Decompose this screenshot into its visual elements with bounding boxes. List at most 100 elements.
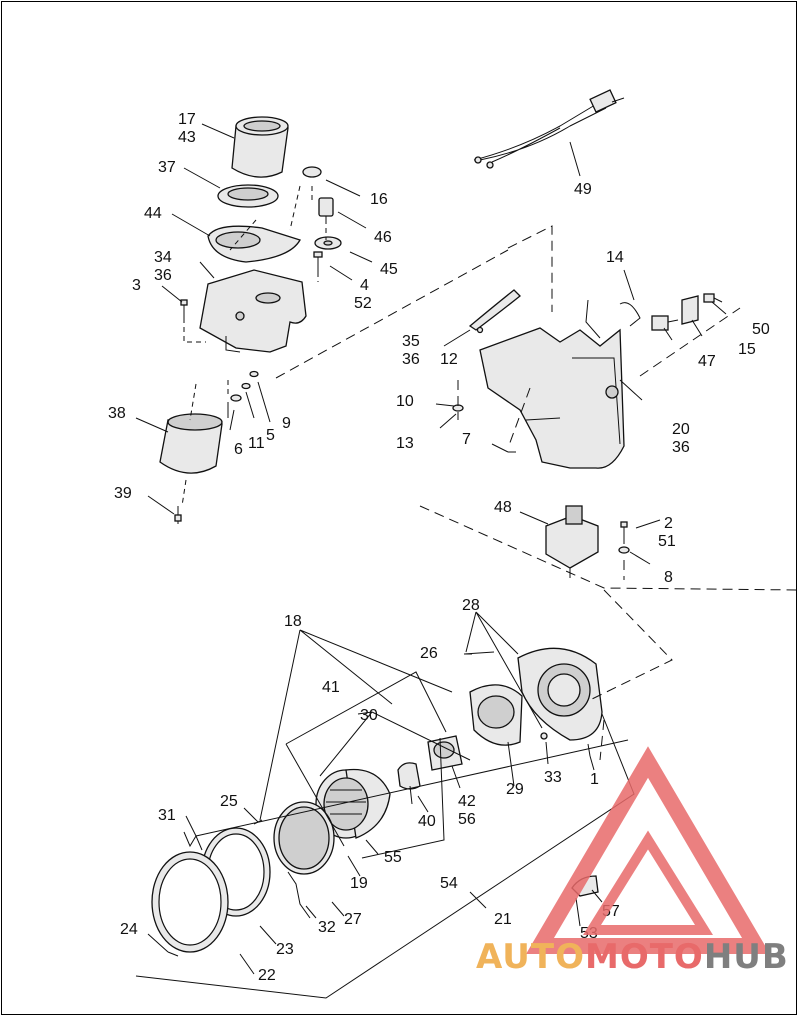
callout-38: 38: [108, 405, 126, 422]
watermark-moto: MOTO: [585, 937, 704, 977]
headlamp-housing-28: [517, 647, 603, 741]
screw-3: [180, 299, 188, 318]
callout-52: 52: [354, 295, 372, 312]
bracket-35: [468, 289, 521, 331]
callout-13: 13: [396, 435, 414, 452]
callout-54: 54: [440, 875, 458, 892]
screw-50: [703, 293, 723, 303]
callout-18: 18: [284, 613, 302, 630]
bracket-lines-lower: [135, 611, 635, 999]
callout-3: 3: [132, 277, 141, 294]
bulb-holder-42: [427, 735, 463, 771]
callout-17: 17: [178, 111, 196, 128]
callout-46: 46: [374, 229, 392, 246]
callout-33: 33: [544, 769, 562, 786]
callout-36: 36: [672, 439, 690, 456]
washer-45: [314, 236, 342, 250]
plate-15: [681, 295, 699, 325]
lower-cup-38: [159, 413, 223, 474]
callout-9: 9: [282, 415, 291, 432]
ignition-coil-48: [545, 505, 599, 578]
callout-26: 26: [420, 645, 438, 662]
watermark-hub: HUB: [704, 937, 789, 977]
callout-11: 11: [248, 435, 265, 452]
screw-39: [174, 506, 182, 524]
callout-48: 48: [494, 499, 512, 516]
callout-41: 41: [322, 679, 340, 696]
group-line-c: [589, 589, 673, 761]
callout-36: 36: [154, 267, 172, 284]
spring-clip-14: [585, 299, 641, 339]
watermark-auto: AUTO: [476, 937, 585, 977]
callout-49: 49: [574, 181, 592, 198]
callout-39: 39: [114, 485, 132, 502]
callout-40: 40: [418, 813, 436, 830]
callout-32: 32: [318, 919, 336, 936]
leader-lines: [135, 123, 727, 975]
callout-6: 6: [234, 441, 243, 458]
gasket-16: [302, 166, 322, 178]
callout-50: 50: [752, 321, 770, 338]
callout-16: 16: [370, 191, 388, 208]
callout-45: 45: [380, 261, 398, 278]
callout-20: 20: [672, 421, 690, 438]
callout-35: 35: [402, 333, 420, 350]
screw-4: [313, 251, 323, 272]
outer-ring-22: [151, 851, 229, 953]
callout-51: 51: [658, 533, 676, 550]
callout-56: 56: [458, 811, 476, 828]
callout-1: 1: [590, 771, 599, 788]
group-line-b: [419, 225, 800, 591]
callout-42: 42: [458, 793, 476, 810]
callout-labels: 17 43 37 16 44 46 34 36 45 4 52 3 38 6 1…: [108, 111, 770, 984]
spring-31-32: [183, 831, 311, 919]
callout-34: 34: [154, 249, 172, 266]
callout-27: 27: [344, 911, 362, 928]
callout-19: 19: [350, 875, 368, 892]
callout-31: 31: [158, 807, 176, 824]
trim-ring-44: [207, 225, 301, 263]
watermark-logo: [526, 746, 770, 954]
key-switch-46: [318, 197, 334, 224]
watermark-triangle-outer: [526, 746, 770, 954]
callout-14: 14: [606, 249, 624, 266]
wiring-harness-49: [473, 89, 625, 169]
fairing-housing-20: [479, 327, 625, 469]
callout-22: 22: [258, 967, 276, 984]
socket-47: [651, 315, 679, 331]
callout-10: 10: [396, 393, 414, 410]
callout-8: 8: [664, 569, 673, 586]
callout-36: 36: [402, 351, 420, 368]
callout-24: 24: [120, 921, 138, 938]
watermark-triangle-inner: [583, 830, 713, 935]
callout-23: 23: [276, 941, 294, 958]
bolt-2: [618, 521, 630, 554]
callout-30: 30: [360, 707, 378, 724]
bulb-40: [397, 762, 421, 805]
callout-25: 25: [220, 793, 238, 810]
fasteners-6-11-5-9: [227, 370, 259, 418]
callout-15: 15: [738, 341, 756, 358]
mounting-ring-29: [469, 684, 523, 746]
callout-21: 21: [494, 911, 512, 928]
callout-44: 44: [144, 205, 162, 222]
callout-7: 7: [462, 431, 471, 448]
callout-29: 29: [506, 781, 524, 798]
upper-cover-34: [199, 269, 307, 353]
callout-43: 43: [178, 129, 196, 146]
callout-47: 47: [698, 353, 716, 370]
callout-4: 4: [360, 277, 369, 294]
callout-55: 55: [384, 849, 402, 866]
callout-28: 28: [462, 597, 480, 614]
assembly-dash-upper-left: [181, 185, 327, 507]
callout-12: 12: [440, 351, 458, 368]
callout-5: 5: [266, 427, 275, 444]
callout-2: 2: [664, 515, 673, 532]
group-line-a: [275, 249, 509, 379]
watermark-text: AUTOMOTOHUB: [476, 937, 789, 977]
callout-37: 37: [158, 159, 176, 176]
retaining-ring-27: [273, 801, 335, 875]
gauge-bezel-37: [217, 184, 279, 208]
